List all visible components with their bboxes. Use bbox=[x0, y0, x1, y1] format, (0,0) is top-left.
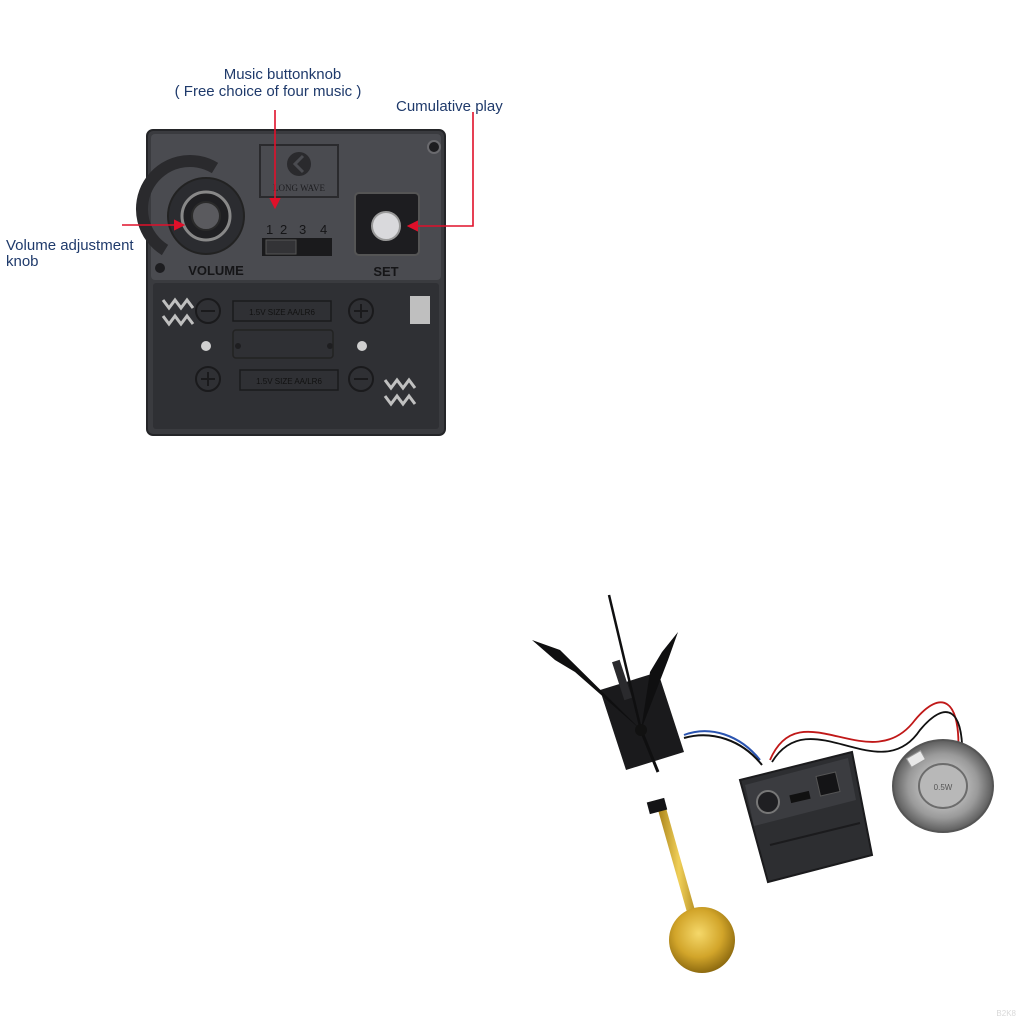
cumulative-play-arrow bbox=[406, 112, 474, 232]
minute-hand bbox=[641, 632, 678, 730]
set-button[interactable] bbox=[371, 211, 401, 241]
speaker-label: 0.5W bbox=[934, 783, 953, 792]
pendulum-rod bbox=[658, 808, 700, 930]
wire-black-speaker bbox=[771, 711, 964, 766]
pendulum-bob bbox=[669, 907, 735, 973]
screw-hole bbox=[155, 263, 165, 273]
volume-knob-label-line2: knob bbox=[6, 253, 39, 270]
wire-red bbox=[769, 701, 960, 761]
switch-position-3: 3 bbox=[299, 222, 306, 237]
plus-symbol bbox=[348, 298, 374, 324]
watermark: B2K8 bbox=[996, 1009, 1016, 1018]
battery-spring-bottom-right bbox=[383, 377, 417, 407]
switch-position-1: 1 bbox=[266, 222, 273, 237]
switch-position-2: 2 bbox=[280, 222, 287, 237]
switch-position-4: 4 bbox=[320, 222, 327, 237]
annotation-arrows bbox=[122, 110, 474, 232]
cumulative-play-label: Cumulative play bbox=[396, 98, 503, 115]
set-label: SET bbox=[373, 264, 398, 279]
music-button-label: Music buttonknob bbox=[223, 66, 342, 83]
battery-label-bottom: 1.5V SIZE AA/LR6 bbox=[256, 377, 322, 386]
wire-black bbox=[683, 734, 763, 766]
music-choice-label: ( Free choice of four music ) bbox=[174, 83, 362, 100]
plus-symbol bbox=[195, 366, 221, 392]
music-switch-numbers: 1 2 3 4 bbox=[266, 222, 327, 237]
minus-symbol bbox=[195, 298, 221, 324]
battery-label-top: 1.5V SIZE AA/LR6 bbox=[249, 308, 315, 317]
volume-label: VOLUME bbox=[188, 263, 244, 278]
brand-logo-text: LONG WAVE bbox=[273, 183, 325, 193]
minus-symbol bbox=[348, 366, 374, 392]
screw-hole bbox=[427, 140, 441, 154]
second-hand bbox=[607, 594, 643, 731]
volume-knob-label-line1: Volume adjustment bbox=[6, 237, 134, 254]
battery-spring-top-left bbox=[161, 297, 195, 327]
volume-knob-dial bbox=[191, 201, 221, 231]
pendulum-movement-kit: 0.5W bbox=[532, 594, 994, 973]
hour-hand bbox=[532, 640, 641, 730]
music-module-closeup: LONG WAVE VOLUME 1 2 3 4 SET bbox=[135, 129, 446, 436]
battery-compartment bbox=[153, 283, 439, 429]
brand-logo-frame bbox=[259, 144, 339, 198]
speaker-magnet bbox=[918, 763, 968, 809]
wire-blue bbox=[683, 730, 761, 761]
battery-contact bbox=[410, 296, 430, 324]
music-switch-slider[interactable] bbox=[265, 239, 297, 255]
brand-logo-icon bbox=[287, 152, 311, 176]
clock-movement-body bbox=[600, 672, 684, 770]
